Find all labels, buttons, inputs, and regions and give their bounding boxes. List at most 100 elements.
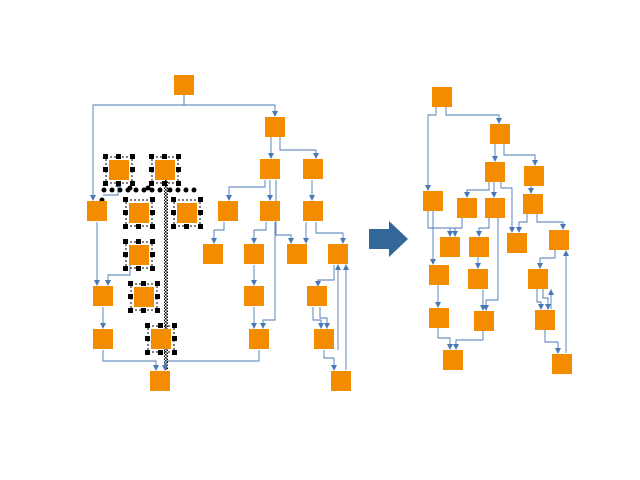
graph-node[interactable] <box>524 166 544 186</box>
selection-handle[interactable] <box>103 181 108 186</box>
selection-handle[interactable] <box>155 308 160 313</box>
selection-handle[interactable] <box>172 323 177 328</box>
graph-node[interactable] <box>93 329 113 349</box>
graph-node[interactable] <box>549 230 569 250</box>
selected-node[interactable] <box>123 197 155 229</box>
selection-dot[interactable] <box>133 187 139 193</box>
selection-handle[interactable] <box>150 252 155 257</box>
graph-node[interactable] <box>314 329 334 349</box>
graph-node[interactable] <box>129 203 149 223</box>
graph-node[interactable] <box>528 269 548 289</box>
selection-handle[interactable] <box>150 210 155 215</box>
selection-dot[interactable] <box>141 187 147 193</box>
selection-dot[interactable] <box>191 187 197 193</box>
selection-handle[interactable] <box>158 350 163 355</box>
selection-handle[interactable] <box>150 197 155 202</box>
graph-node[interactable] <box>109 160 129 180</box>
selection-dot[interactable] <box>175 187 181 193</box>
selection-handle[interactable] <box>123 210 128 215</box>
graph-node[interactable] <box>328 244 348 264</box>
graph-node[interactable] <box>93 286 113 306</box>
selection-dot[interactable] <box>117 187 123 193</box>
selected-node[interactable] <box>171 197 203 229</box>
graph-node[interactable] <box>218 201 238 221</box>
selection-handle[interactable] <box>128 281 133 286</box>
selected-node[interactable] <box>149 154 181 186</box>
graph-node[interactable] <box>429 308 449 328</box>
graph-node[interactable] <box>287 244 307 264</box>
selection-handle[interactable] <box>155 281 160 286</box>
graph-node[interactable] <box>260 201 280 221</box>
selection-handle[interactable] <box>136 224 141 229</box>
selection-handle[interactable] <box>171 197 176 202</box>
selection-handle[interactable] <box>176 181 181 186</box>
selection-dot[interactable] <box>101 187 107 193</box>
selection-handle[interactable] <box>172 336 177 341</box>
graph-node[interactable] <box>265 117 285 137</box>
selection-handle[interactable] <box>128 308 133 313</box>
graph-node[interactable] <box>244 286 264 306</box>
selection-dot[interactable] <box>157 187 163 193</box>
selection-handle[interactable] <box>123 252 128 257</box>
graph-node[interactable] <box>457 198 477 218</box>
selection-handle[interactable] <box>145 323 150 328</box>
graph-node[interactable] <box>423 191 443 211</box>
selection-handle[interactable] <box>171 224 176 229</box>
selection-dot[interactable] <box>183 187 189 193</box>
graph-node[interactable] <box>303 159 323 179</box>
selection-dot[interactable] <box>127 185 133 191</box>
graph-node[interactable] <box>443 350 463 370</box>
selection-handle[interactable] <box>145 336 150 341</box>
graph-node[interactable] <box>129 245 149 265</box>
selected-node[interactable] <box>123 239 155 271</box>
graph-node[interactable] <box>468 269 488 289</box>
selection-handle[interactable] <box>141 308 146 313</box>
selection-handle[interactable] <box>136 266 141 271</box>
selection-handle[interactable] <box>130 167 135 172</box>
selection-handle[interactable] <box>162 154 167 159</box>
selection-handle[interactable] <box>162 181 167 186</box>
graph-node[interactable] <box>490 124 510 144</box>
graph-node[interactable] <box>150 371 170 391</box>
graph-node[interactable] <box>203 244 223 264</box>
selection-handle[interactable] <box>198 197 203 202</box>
graph-node[interactable] <box>440 237 460 257</box>
graph-node[interactable] <box>249 329 269 349</box>
selection-handle[interactable] <box>123 224 128 229</box>
selection-handle[interactable] <box>123 239 128 244</box>
selection-handle[interactable] <box>116 181 121 186</box>
graph-node[interactable] <box>429 265 449 285</box>
graph-node[interactable] <box>432 87 452 107</box>
selection-handle[interactable] <box>198 210 203 215</box>
selection-handle[interactable] <box>123 197 128 202</box>
selection-handle[interactable] <box>145 350 150 355</box>
selection-handle[interactable] <box>103 167 108 172</box>
selected-node[interactable] <box>145 323 177 355</box>
graph-node[interactable] <box>177 203 197 223</box>
graph-node[interactable] <box>134 287 154 307</box>
graph-node[interactable] <box>485 162 505 182</box>
selection-handle[interactable] <box>130 154 135 159</box>
selection-handle[interactable] <box>172 350 177 355</box>
graph-node[interactable] <box>485 198 505 218</box>
graph-node[interactable] <box>331 371 351 391</box>
graph-node[interactable] <box>535 310 555 330</box>
graph-node[interactable] <box>244 244 264 264</box>
selection-handle[interactable] <box>130 181 135 186</box>
graph-node[interactable] <box>469 237 489 257</box>
selected-node[interactable] <box>103 154 135 186</box>
selection-handle[interactable] <box>176 154 181 159</box>
graph-node[interactable] <box>552 354 572 374</box>
selection-handle[interactable] <box>150 239 155 244</box>
selection-handle[interactable] <box>150 266 155 271</box>
selection-dot[interactable] <box>145 185 151 191</box>
graph-node[interactable] <box>155 160 175 180</box>
selection-dot[interactable] <box>167 187 173 193</box>
selection-handle[interactable] <box>123 266 128 271</box>
selection-handle[interactable] <box>155 294 160 299</box>
selection-handle[interactable] <box>103 154 108 159</box>
selection-handle[interactable] <box>184 224 189 229</box>
selection-handle[interactable] <box>149 181 154 186</box>
selection-dot[interactable] <box>149 187 155 193</box>
selection-handle[interactable] <box>116 154 121 159</box>
